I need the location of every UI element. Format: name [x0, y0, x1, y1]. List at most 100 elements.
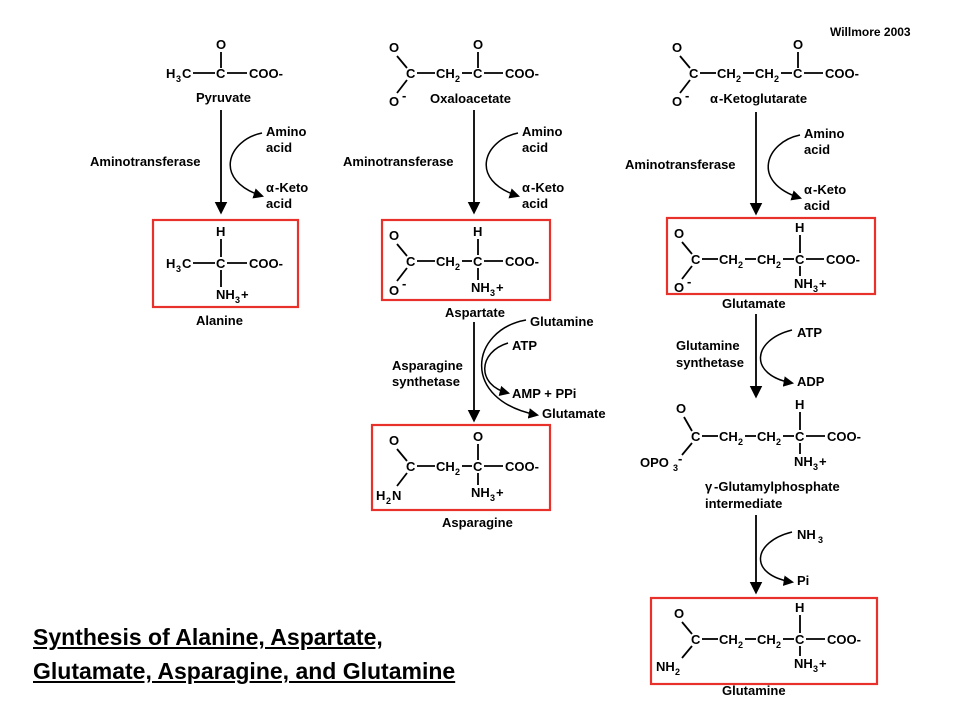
enzyme-asparagine: Asparagine [392, 358, 463, 373]
asparagine-label: Asparagine [442, 515, 513, 530]
slide-title: Synthesis of Alanine, Aspartate, Glutama… [33, 620, 455, 688]
atom-o: O [216, 37, 226, 52]
subscript-3: 3 [490, 288, 495, 298]
pyruvate-structure: O H 3 C C COO- Pyruvate [166, 37, 283, 105]
atom-ch: CH [719, 429, 738, 444]
pyruvate-label: Pyruvate [196, 90, 251, 105]
subscript-2: 2 [455, 74, 460, 84]
cosubstrate-amino: Amino [266, 124, 307, 139]
atom-coo: COO- [505, 459, 539, 474]
subscript-3: 3 [673, 463, 678, 473]
cosubstrate-nh: NH [797, 527, 816, 542]
cosubstrate-arc [485, 132, 520, 199]
cosubstrate-acid: acid [804, 142, 830, 157]
aspartate-structure: O C O - CH 2 C H COO- NH 3 + Aspartate [389, 224, 539, 320]
slide-title-line-2: Glutamate, Asparagine, and Glutamine [33, 658, 456, 684]
glutamylphosphate-structure: O C OPO 3 - CH 2 CH 2 C H COO- NH 3 + γ … [640, 397, 861, 511]
cosubstrate-acid: acid [522, 140, 548, 155]
atom-c: C [406, 459, 416, 474]
enzyme-aminotransferase: Aminotransferase [90, 154, 201, 169]
intermediate-label: intermediate [705, 496, 782, 511]
atom-h: H [795, 220, 804, 235]
atom-c: C [793, 66, 803, 81]
atom-nh: NH [656, 659, 675, 674]
subscript-2: 2 [738, 640, 743, 650]
cosubstrate-amino: Amino [522, 124, 563, 139]
subscript-2: 2 [675, 667, 680, 677]
atom-coo: COO- [249, 256, 283, 271]
alanine-highlight-box [151, 218, 300, 309]
charge-minus: - [402, 88, 406, 103]
cosubstrate-arc [759, 531, 795, 586]
atom-c: C [473, 254, 483, 269]
atom-nh: NH [471, 280, 490, 295]
atom-c: C [473, 459, 483, 474]
atom-o: O [389, 228, 399, 243]
atom-coo: COO- [249, 66, 283, 81]
atom-c: C [795, 632, 805, 647]
greek-alpha: α [710, 91, 718, 106]
atom-c: C [406, 254, 416, 269]
atom-c: C [689, 66, 699, 81]
subscript-3: 3 [818, 535, 823, 545]
atom-ch: CH [717, 66, 736, 81]
subscript-3: 3 [235, 295, 240, 305]
atom-ch: CH [757, 632, 776, 647]
atom-ch: CH [757, 252, 776, 267]
atom-c: C [216, 66, 226, 81]
atom-o: O [674, 606, 684, 621]
atom-nh: NH [794, 276, 813, 291]
subscript-3: 3 [813, 284, 818, 294]
subscript-3: 3 [176, 264, 181, 274]
alanine-structure: H H 3 C C COO- NH 3 + Alanine [166, 224, 283, 328]
charge-minus: - [687, 274, 691, 289]
atom-o: O [389, 283, 399, 298]
atom-ch: CH [757, 429, 776, 444]
atom-h: H [376, 488, 385, 503]
charge-plus: + [819, 656, 827, 671]
atom-opo: OPO [640, 455, 669, 470]
atom-h: H [795, 600, 804, 615]
atom-ch: CH [436, 459, 455, 474]
subscript-2: 2 [455, 262, 460, 272]
aminotransferase-step-2: Aminotransferase Amino acid α -Keto acid [343, 110, 564, 215]
atom-nh: NH [794, 656, 813, 671]
subscript-2: 2 [736, 74, 741, 84]
cosubstrate-acid: acid [804, 198, 830, 213]
oxaloacetate-label: Oxaloacetate [430, 91, 511, 106]
cosubstrate-atp: ATP [797, 325, 822, 340]
cosubstrate-arc [767, 134, 802, 201]
atom-coo: COO- [826, 252, 860, 267]
enzyme-aminotransferase: Aminotransferase [625, 157, 736, 172]
cosubstrate-arc [759, 329, 795, 387]
cosubstrate-acid: acid [266, 140, 292, 155]
cosubstrate-amino: Amino [804, 126, 845, 141]
atom-ch: CH [436, 66, 455, 81]
charge-minus: - [402, 276, 406, 291]
aspartate-highlight-box [380, 218, 552, 302]
charge-plus: + [819, 276, 827, 291]
subscript-2: 2 [455, 467, 460, 477]
enzyme-synthetase: synthetase [392, 374, 460, 389]
charge-plus: + [496, 280, 504, 295]
subscript-3: 3 [813, 462, 818, 472]
subscript-3: 3 [490, 493, 495, 503]
aspartate-label: Aspartate [445, 305, 505, 320]
atom-nh: NH [794, 454, 813, 469]
atom-nh: NH [216, 287, 235, 302]
atom-ch: CH [755, 66, 774, 81]
slide-title-line-1: Synthesis of Alanine, Aspartate, [33, 624, 383, 650]
charge-plus: + [496, 485, 504, 500]
atom-nh: NH [471, 485, 490, 500]
subscript-2: 2 [776, 437, 781, 447]
cosubstrate-arc-outer [481, 319, 540, 419]
atom-o: O [389, 433, 399, 448]
atom-coo: COO- [505, 66, 539, 81]
atom-o: O [389, 40, 399, 55]
cosubstrate-atp: ATP [512, 338, 537, 353]
oxaloacetate-structure: O C O - CH 2 C O COO- Oxaloacetate [389, 37, 539, 109]
subscript-3: 3 [176, 74, 181, 84]
glutamate-highlight-box [665, 216, 877, 296]
atom-o: O [676, 401, 686, 416]
ketoglutarate-structure: O C O - CH 2 CH 2 C O COO- α -Ketoglutar… [672, 37, 859, 109]
